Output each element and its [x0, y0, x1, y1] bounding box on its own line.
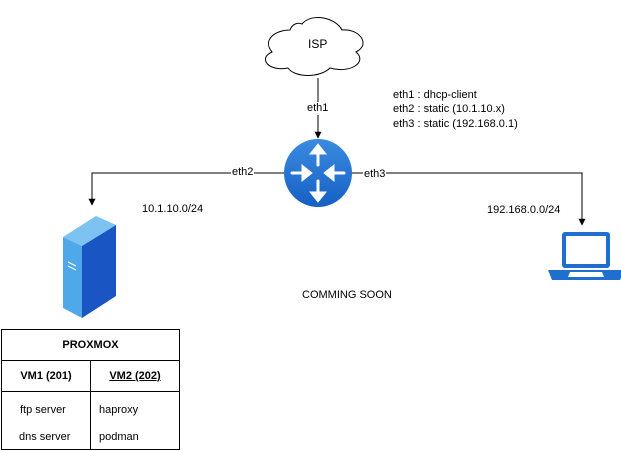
vm2-item-haproxy: haproxy [99, 404, 139, 416]
interface-line-1: eth1 : dhcp-client [393, 89, 477, 101]
cloud-icon [265, 16, 364, 76]
vm2-header-text: VM2 (202) [109, 370, 161, 382]
proxmox-title: PROXMOX [2, 330, 179, 361]
eth2-label: eth2 [231, 166, 255, 179]
vm2-column: VM2 (202) haproxy podman [91, 361, 179, 449]
proxmox-table: PROXMOX VM1 (201) ftp server dns server … [1, 329, 180, 450]
vm2-header: VM2 (202) [91, 361, 179, 392]
vm1-item-dns: dns server [19, 431, 71, 443]
eth3-label: eth3 [363, 168, 387, 181]
vm2-item-podman: podman [99, 431, 139, 443]
vm1-item-ftp: ftp server [20, 404, 66, 416]
link-lan-left [88, 172, 284, 206]
router-icon [284, 139, 352, 207]
server-icon [63, 216, 116, 318]
subnet-right-label: 192.168.0.0/24 [487, 204, 561, 216]
eth1-label: eth1 [306, 102, 330, 115]
coming-soon-label: COMMING SOON [302, 289, 392, 301]
isp-label: ISP [308, 37, 328, 51]
laptop-icon [548, 232, 621, 280]
link-lan-right [350, 172, 586, 226]
interface-line-3: eth3 : static (192.168.0.1) [393, 118, 518, 130]
subnet-left-label: 10.1.10.0/24 [142, 203, 204, 215]
vm1-column: VM1 (201) ftp server dns server [2, 361, 91, 449]
interface-line-2: eth2 : static (10.1.10.x) [393, 103, 505, 115]
vm1-header: VM1 (201) [2, 361, 90, 392]
